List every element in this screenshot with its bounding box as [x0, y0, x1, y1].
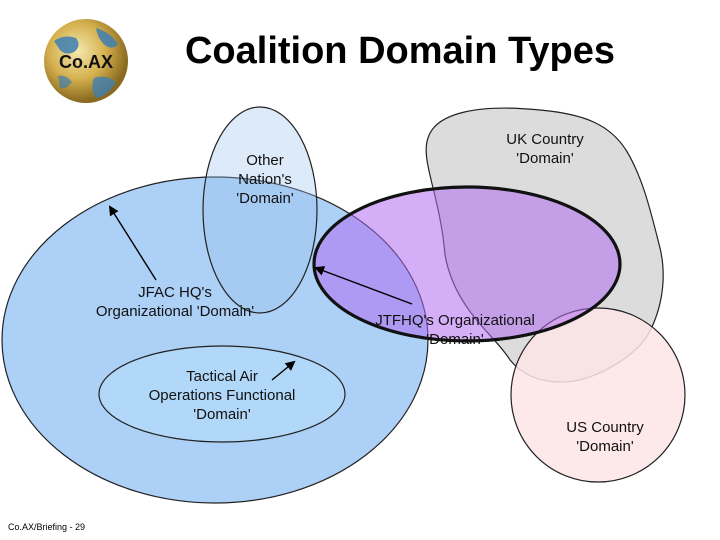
jfac-hq-label-line-2: Organizational 'Domain' — [95, 303, 255, 320]
uk-country-label-line-1: UK Country — [506, 131, 584, 148]
jtfhq-domain-shape — [312, 185, 622, 343]
arrow-tactical-to-boundary — [271, 360, 296, 381]
footer-slide-number: Co.AX/Briefing - 29 — [8, 522, 86, 532]
us-country-label: US Country 'Domain' — [540, 418, 670, 456]
logo-text: Co.AX — [59, 52, 113, 72]
tactical-air-label-line-2: Operations Functional — [148, 387, 296, 404]
jfac-hq-label-line-1: JFAC HQ's — [138, 284, 212, 301]
tactical-air-label-line-3: 'Domain' — [193, 406, 251, 423]
other-nation-label-line-3: 'Domain' — [236, 190, 294, 207]
coax-logo: Co.AX — [44, 19, 128, 103]
uk-country-label: UK Country 'Domain' — [470, 130, 620, 168]
other-nation-label-line-1: Other — [246, 152, 284, 169]
jtfhq-label-line-2: 'Domain' — [426, 331, 484, 348]
tactical-air-label: Tactical Air Operations Functional 'Doma… — [122, 367, 322, 424]
arrow-jtfhq-to-boundary — [314, 266, 413, 305]
tactical-air-label-line-1: Tactical Air — [186, 368, 258, 385]
jtfhq-label-line-1: JTFHQ's Organizational — [375, 312, 535, 329]
uk-country-label-line-2: 'Domain' — [516, 150, 574, 167]
other-nation-label-line-2: Nation's — [238, 171, 292, 188]
other-nation-label: Other Nation's 'Domain' — [210, 151, 320, 208]
arrow-jfac-to-boundary — [108, 205, 157, 281]
page-title: Coalition Domain Types — [184, 30, 615, 72]
us-country-label-line-2: 'Domain' — [576, 438, 634, 455]
other-nation-domain-shape — [202, 106, 318, 314]
jtfhq-label: JTFHQ's Organizational 'Domain' — [345, 311, 565, 349]
us-country-label-line-1: US Country — [566, 419, 644, 436]
jfac-hq-label: JFAC HQ's Organizational 'Domain' — [60, 283, 290, 321]
us-country-domain-shape — [510, 307, 686, 483]
